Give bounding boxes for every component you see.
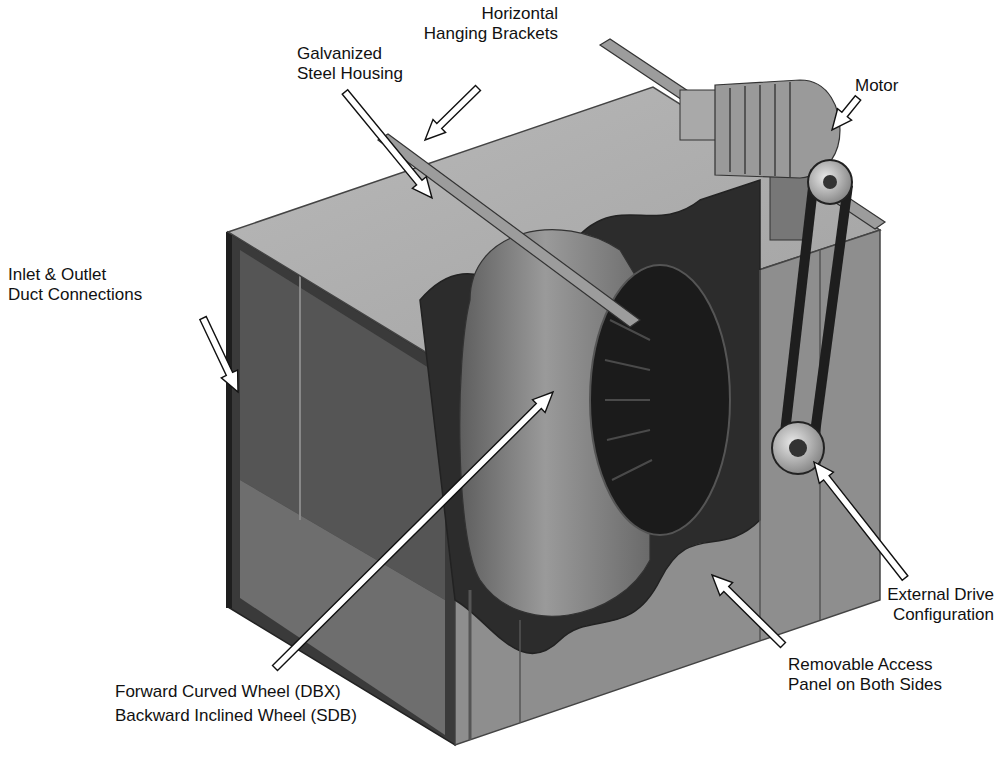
motor-pulley	[808, 160, 852, 204]
part-label: Horizontal Hanging Brackets	[385, 4, 558, 44]
duct-flange	[226, 232, 232, 608]
panel-seam	[759, 270, 761, 640]
panel-seam	[519, 620, 521, 723]
drive	[680, 80, 852, 474]
leader-arrow	[342, 90, 432, 198]
inlet-rib	[299, 272, 301, 520]
leader-arrow	[425, 86, 481, 141]
part-label: Inlet & Outlet Duct Connections	[8, 265, 193, 305]
part-label: Removable Access Panel on Both Sides	[788, 655, 996, 695]
part-label: Galvanized Steel Housing	[297, 44, 447, 84]
leader-arrow	[712, 575, 786, 648]
housing	[226, 87, 880, 745]
leader-arrows	[200, 86, 908, 671]
leader-arrow	[814, 462, 908, 580]
leader-arrow	[273, 392, 554, 671]
cutaway	[420, 180, 760, 653]
leader-arrow	[832, 96, 861, 130]
leader-arrow	[200, 317, 238, 393]
part-label: Backward Inclined Wheel (SDB)	[115, 706, 435, 726]
wheel-blades	[605, 320, 652, 480]
belt	[813, 185, 848, 448]
part-label: External Drive Configuration	[830, 585, 994, 625]
part-label: Motor	[855, 76, 935, 96]
belt	[783, 170, 815, 450]
hanging-brackets	[378, 39, 885, 327]
panel-edge	[469, 590, 472, 740]
part-label: Forward Curved Wheel (DBX)	[115, 682, 435, 702]
